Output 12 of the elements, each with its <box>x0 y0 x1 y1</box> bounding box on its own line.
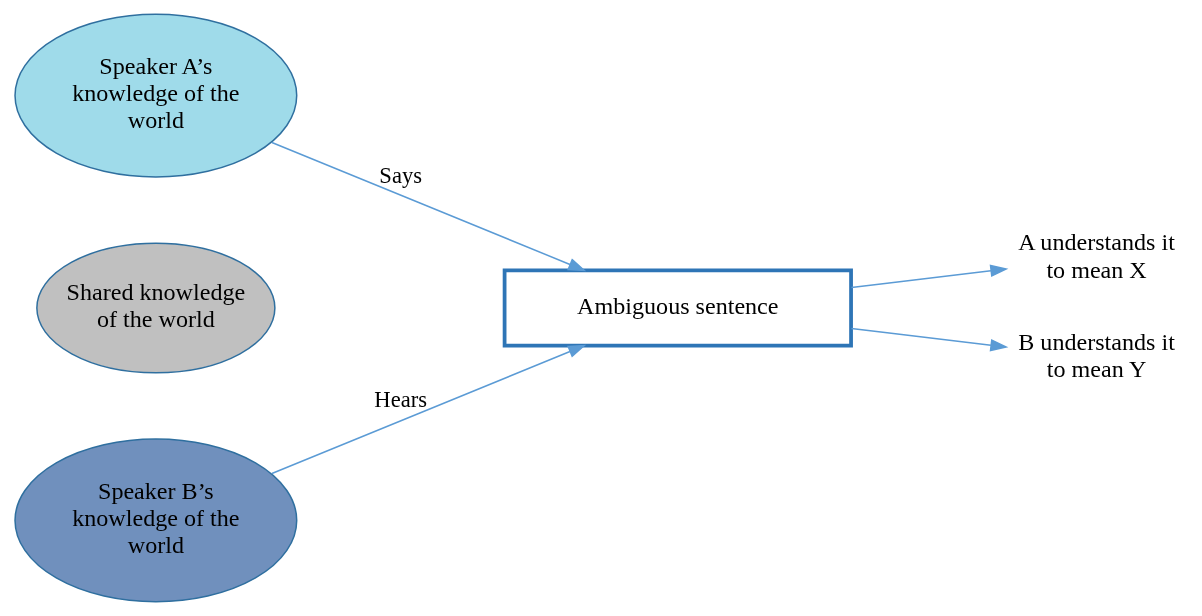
node-ellipse: Speaker B’s knowledge of the world <box>14 438 298 603</box>
arrow <box>271 344 587 475</box>
node-text: A understands it to mean X <box>1018 229 1175 283</box>
arrow <box>271 141 587 272</box>
node-ellipse: Shared knowledge of the world <box>36 242 276 374</box>
arrow <box>850 264 1009 289</box>
arrow <box>850 327 1009 352</box>
node-text: B understands it to mean Y <box>1018 328 1175 382</box>
edge-label: Hears <box>374 387 427 413</box>
edge-label: Says <box>379 162 422 188</box>
node-ellipse: Speaker A’s knowledge of the world <box>14 13 298 178</box>
node-box: Ambiguous sentence <box>502 268 853 348</box>
